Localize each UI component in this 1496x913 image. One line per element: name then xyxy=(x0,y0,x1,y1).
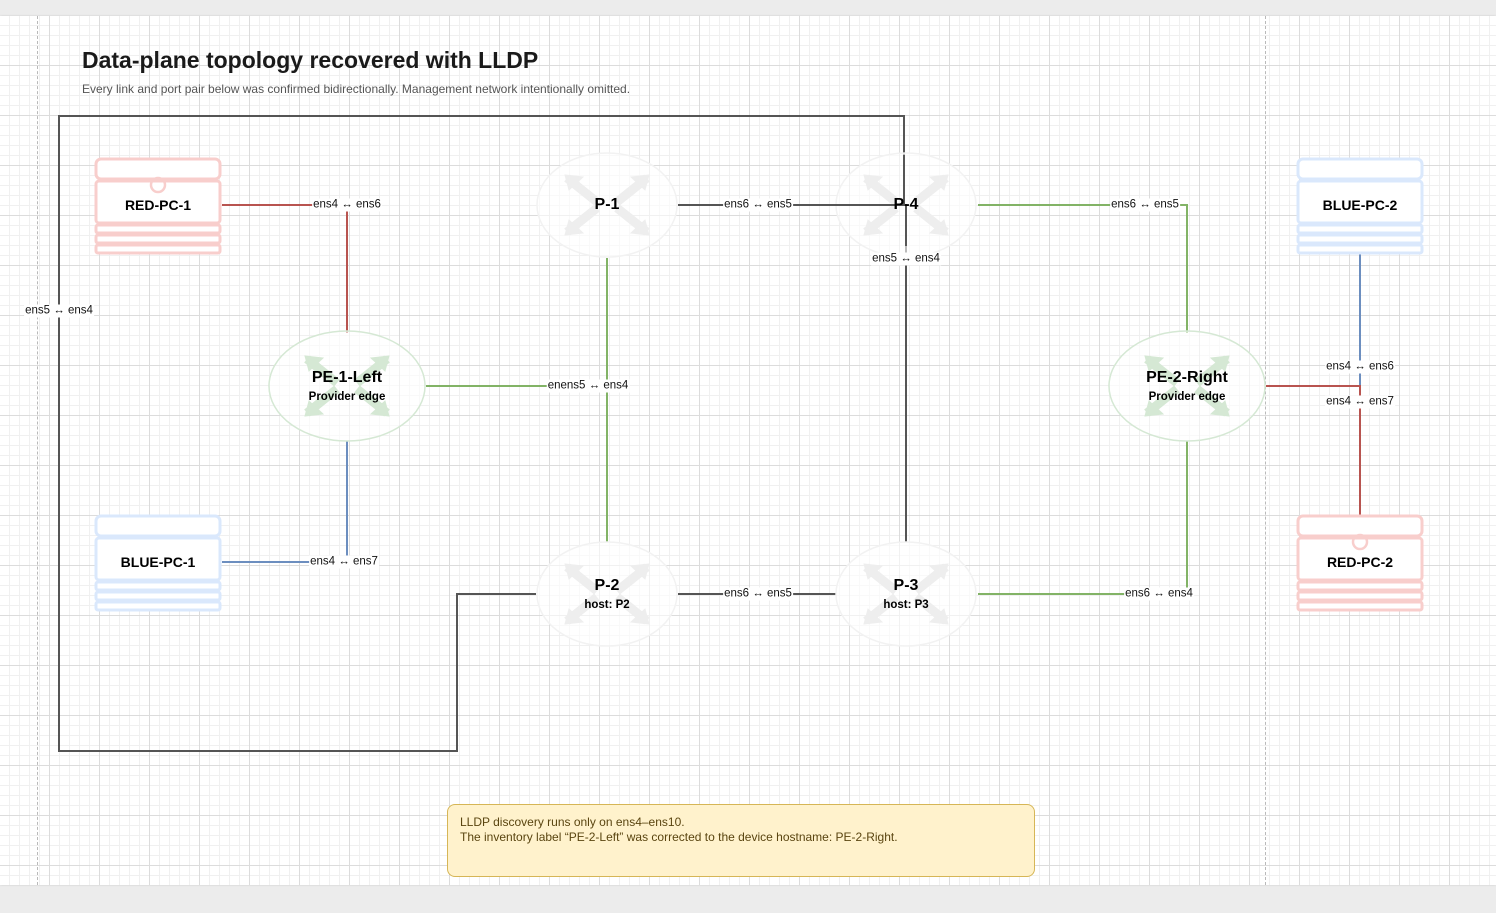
link-label-pe-1-left-p-1: enens5 ↔ ens4 xyxy=(546,379,630,393)
node-name: BLUE-PC-2 xyxy=(1322,197,1398,213)
node-name: P-2 xyxy=(594,577,620,594)
link-p-4-pe-2-right[interactable] xyxy=(978,204,1188,333)
link-label-blue-pc-1-pe-1-left: ens4 ↔ ens7 xyxy=(309,555,379,569)
node-name: P-1 xyxy=(594,196,620,213)
router-pe-1-left[interactable] xyxy=(268,330,426,442)
router-p-3[interactable] xyxy=(835,541,977,647)
node-host: host: P3 xyxy=(883,599,929,611)
page-boundary-left xyxy=(37,16,38,885)
router-pe-2-right[interactable] xyxy=(1108,330,1266,442)
link-p-4-p-2-loop[interactable] xyxy=(58,115,905,752)
node-name: P-3 xyxy=(893,577,919,594)
link-label-pe-2-right-red-pc-2: ens4 ↔ ens7 xyxy=(1325,395,1395,409)
link-label-p-1-p-4: ens6 ↔ ens5 xyxy=(723,198,793,212)
node-name: RED-PC-1 xyxy=(124,197,192,213)
link-label-p-4-p-2-loop: ens5 ↔ ens4 xyxy=(24,304,94,318)
node-label-pe-2-right: PE-2-Right Provider edge xyxy=(1146,369,1228,403)
node-name: RED-PC-2 xyxy=(1326,554,1394,570)
link-label-p-4-pe-2-right: ens6 ↔ ens5 xyxy=(1110,198,1180,212)
link-label-p-3-pe-2-right: ens6 ↔ ens4 xyxy=(1124,587,1194,601)
node-name: P-4 xyxy=(893,196,919,213)
node-role: Provider edge xyxy=(308,391,386,403)
node-label-blue-pc-2: BLUE-PC-2 xyxy=(1323,197,1398,213)
link-red-pc-1-pe-1-left[interactable] xyxy=(222,204,348,333)
node-label-p-3: P-3 host: P3 xyxy=(883,577,928,611)
router-p-1[interactable] xyxy=(536,152,678,258)
diagram-title: Data-plane topology recovered with LLDP xyxy=(82,47,539,73)
node-name: PE-2-Right xyxy=(1146,369,1228,386)
link-label-prefix: en xyxy=(547,379,561,392)
node-label-red-pc-2: RED-PC-2 xyxy=(1327,554,1393,570)
note-line-scope: LLDP discovery runs only on ens4–ens10. xyxy=(460,815,685,829)
node-label-pe-1-left: PE-1-Left Provider edge xyxy=(309,369,386,403)
node-label-p-1: P-1 xyxy=(595,196,620,214)
diagram-canvas[interactable]: Data-plane topology recovered with LLDP … xyxy=(0,16,1496,885)
note-line-correction: The inventory label “PE-2-Left” was corr… xyxy=(460,830,898,844)
link-label-pe-2-right-blue-pc-2: ens4 ↔ ens6 xyxy=(1325,360,1395,374)
server-red-pc-2[interactable] xyxy=(1296,514,1424,612)
link-blue-pc-1-pe-1-left[interactable] xyxy=(222,441,348,563)
link-label-red-pc-1-pe-1-left: ens4 ↔ ens6 xyxy=(312,198,382,212)
node-label-red-pc-1: RED-PC-1 xyxy=(125,197,191,213)
node-name: BLUE-PC-1 xyxy=(120,554,196,570)
link-label-p-4-p-3: ens5 ↔ ens4 xyxy=(871,252,941,266)
link-pe-1-left-p-1[interactable] xyxy=(426,258,608,387)
lldp-note[interactable]: LLDP discovery runs only on ens4–ens10. … xyxy=(447,804,1035,877)
page-boundary-right xyxy=(1265,16,1266,885)
node-name: PE-1-Left xyxy=(311,369,383,386)
router-p-2[interactable] xyxy=(536,541,678,647)
link-pe-2-right-red-pc-2[interactable] xyxy=(1266,385,1361,516)
link-label-ports: ens5 ↔ ens4 xyxy=(560,379,629,392)
node-label-p-2: P-2 host: P2 xyxy=(584,577,629,611)
node-host: host: P2 xyxy=(584,599,630,611)
node-label-p-4: P-4 xyxy=(894,196,919,214)
link-label-p-2-p-3: ens6 ↔ ens5 xyxy=(723,587,793,601)
topology-svg xyxy=(58,115,1424,752)
link-p-3-pe-2-right[interactable] xyxy=(978,441,1188,595)
server-red-pc-1[interactable] xyxy=(94,157,222,255)
diagram-subtitle: Every link and port pair below was confi… xyxy=(82,82,631,96)
node-label-blue-pc-1: BLUE-PC-1 xyxy=(121,554,196,570)
node-role: Provider edge xyxy=(1148,391,1226,403)
